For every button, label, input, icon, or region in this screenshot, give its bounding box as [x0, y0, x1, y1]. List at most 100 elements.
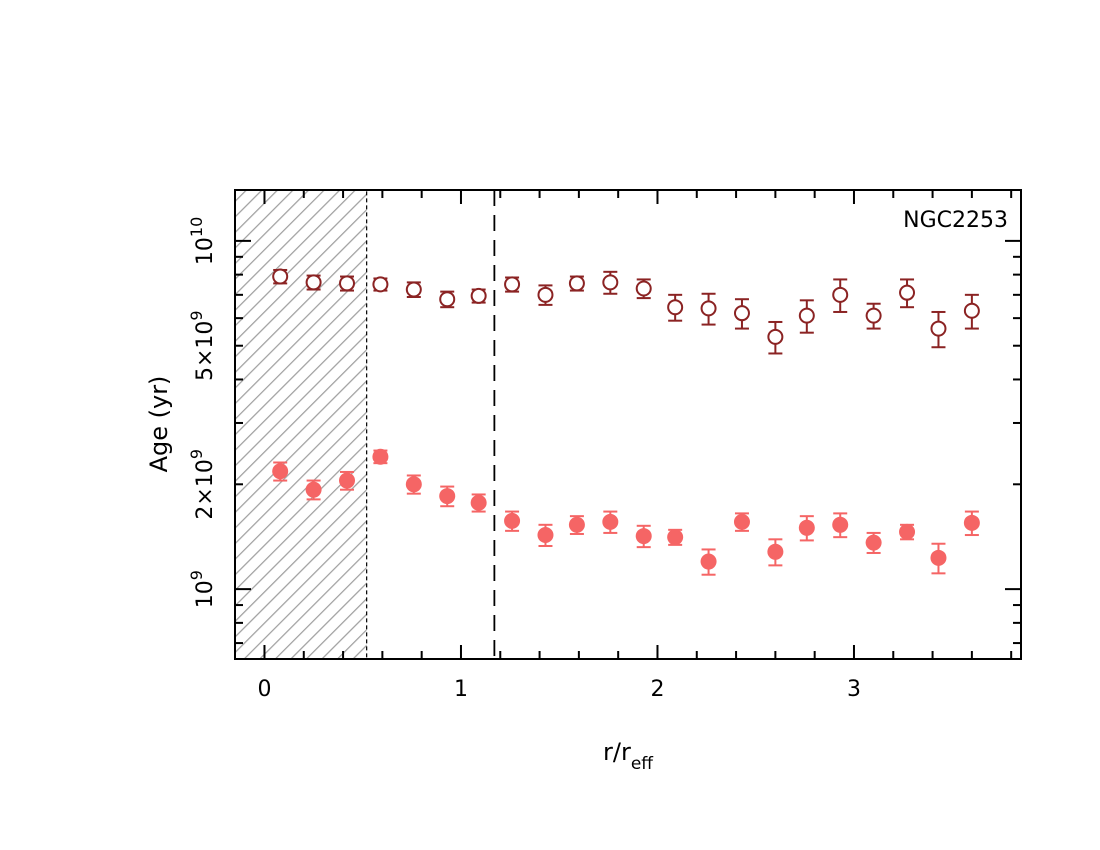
open-point-group — [272, 268, 289, 285]
series-layer — [272, 268, 980, 576]
x-axis-title-sub: eff — [631, 754, 654, 774]
open-point — [372, 276, 389, 293]
y-tick-label-base: 2×10 — [193, 459, 218, 519]
filled-point — [899, 523, 916, 540]
open-point-group — [339, 275, 356, 292]
filled-point — [272, 463, 289, 480]
x-tick-label: 0 — [257, 677, 271, 702]
filled-point-group — [667, 528, 684, 546]
open-point — [963, 302, 980, 319]
open-point-group — [899, 278, 916, 309]
filled-point-group — [568, 515, 585, 535]
filled-point-group — [602, 510, 619, 534]
x-tick-label: 3 — [847, 677, 861, 702]
filled-point-group — [700, 548, 717, 576]
open-point-group — [439, 290, 456, 309]
x-tick-label: 1 — [454, 677, 468, 702]
filled-point — [700, 553, 717, 570]
filled-point-group — [405, 474, 422, 495]
open-point — [767, 328, 784, 345]
filled-point — [372, 448, 389, 465]
filled-point-group — [272, 461, 289, 482]
open-point — [272, 268, 289, 285]
y-tick-label-base: 10 — [193, 237, 218, 265]
y-tick-label: 109 — [187, 570, 218, 608]
open-point — [339, 275, 356, 292]
filled-point-group — [767, 538, 784, 567]
filled-point-group — [504, 510, 521, 532]
filled-point-group — [635, 524, 652, 549]
filled-point — [832, 516, 849, 533]
open-point-group — [635, 278, 652, 300]
open-point — [405, 281, 422, 298]
open-point-group — [470, 287, 487, 304]
filled-point — [798, 519, 815, 536]
y-tick-label-exponent: 9 — [187, 310, 206, 320]
y-tick-label: 1010 — [187, 217, 218, 265]
open-point — [537, 286, 554, 303]
open-point — [667, 299, 684, 316]
open-point — [635, 280, 652, 297]
filled-point-group — [832, 512, 849, 539]
open-point — [700, 300, 717, 317]
y-tick-label-base: 10 — [193, 580, 218, 608]
open-point — [439, 291, 456, 308]
x-tick-label: 2 — [650, 677, 664, 702]
plot-frame — [234, 189, 1022, 660]
filled-point-group — [339, 470, 356, 491]
filled-point — [635, 528, 652, 545]
filled-point — [305, 481, 322, 498]
filled-point — [568, 516, 585, 533]
open-point-group — [504, 276, 521, 293]
open-point-group — [700, 292, 717, 326]
y-tick-label-exponent: 9 — [187, 449, 206, 459]
filled-point — [930, 549, 947, 566]
filled-point — [470, 494, 487, 511]
filled-point-group — [470, 493, 487, 513]
open-point — [568, 275, 585, 292]
filled-point — [602, 513, 619, 530]
filled-point-group — [305, 479, 322, 501]
open-point — [899, 284, 916, 301]
open-point — [470, 287, 487, 304]
filled-point — [767, 543, 784, 560]
y-tick-label: 2×109 — [187, 449, 218, 520]
open-point-group — [865, 302, 882, 330]
open-point-group — [963, 293, 980, 330]
filled-point-group — [963, 510, 980, 537]
filled-point — [865, 534, 882, 551]
open-point-group — [602, 270, 619, 295]
filled-point — [405, 476, 422, 493]
hatched-region — [235, 190, 367, 659]
open-point — [602, 274, 619, 291]
y-tick-label-base: 5×10 — [193, 321, 218, 381]
filled-point-group — [899, 523, 916, 541]
filled-point-group — [930, 542, 947, 575]
open-point-group — [798, 299, 815, 334]
open-point-group — [667, 293, 684, 322]
open-point — [733, 305, 750, 322]
open-point-group — [537, 284, 554, 306]
open-point-group — [372, 276, 389, 293]
open-point-group — [767, 320, 784, 355]
labels-layer: NGC2253 r/reff Age (yr) — [145, 208, 1008, 774]
open-point-group — [305, 274, 322, 291]
open-point-group — [568, 275, 585, 292]
open-point — [504, 276, 521, 293]
filled-point-group — [372, 448, 389, 465]
filled-point-group — [733, 512, 750, 532]
y-tick-label-exponent: 9 — [187, 570, 206, 580]
y-tick-label: 5×109 — [187, 310, 218, 381]
filled-point-group — [439, 485, 456, 508]
open-point — [865, 307, 882, 324]
open-point-group — [405, 281, 422, 299]
x-axis-title: r/reff — [603, 738, 654, 774]
open-point-group — [930, 310, 947, 349]
filled-point-group — [537, 523, 554, 547]
open-point — [798, 307, 815, 324]
chart-annotation: NGC2253 — [903, 208, 1008, 233]
filled-point-group — [865, 531, 882, 554]
open-point — [305, 274, 322, 291]
